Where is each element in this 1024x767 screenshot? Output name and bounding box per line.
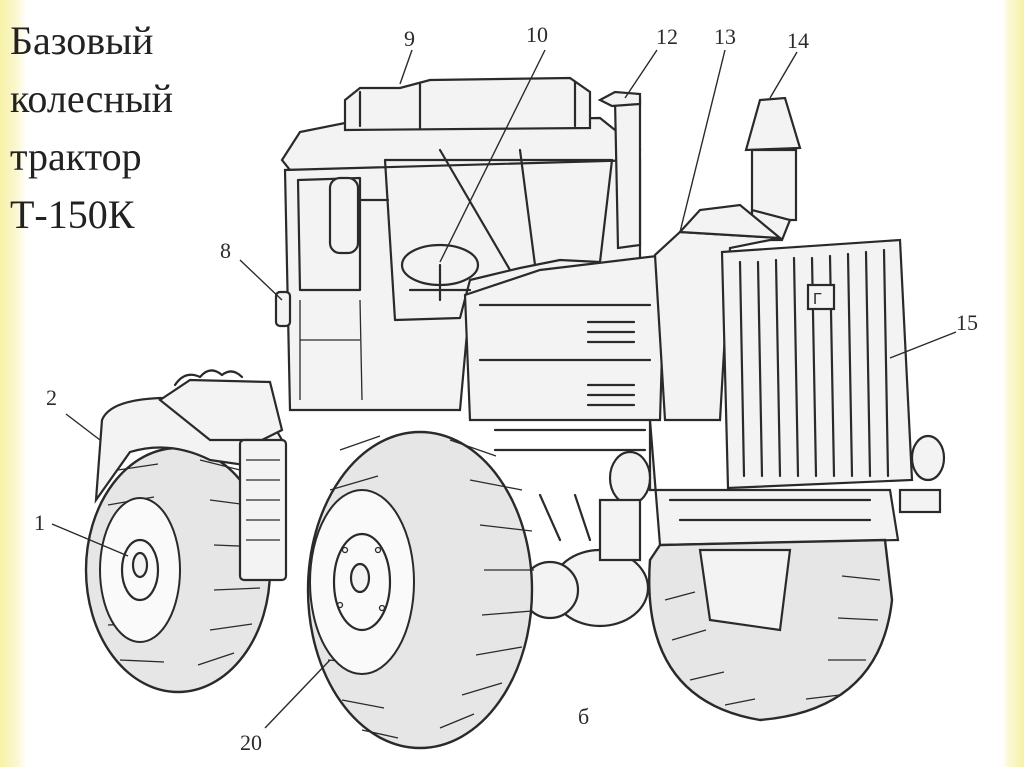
air-intake [744,96,802,242]
front-right-wheel [648,538,894,722]
rear-wheel [84,446,272,694]
grille-badge-text: Г [813,291,822,308]
view-label-b: б [578,704,589,729]
callout-13: 13 [714,24,736,49]
front-left-wheel [306,430,534,750]
leader-lines [51,49,957,729]
title-line-3: трактор [10,134,142,179]
callout-14: 14 [787,28,809,53]
engine-hood [463,203,784,422]
callout-9: 9 [404,26,415,51]
cab [274,76,642,412]
title-line-4: Т-150К [10,192,135,237]
radiator-grille: Г [720,238,946,490]
callout-10: 10 [526,22,548,47]
right-margin-strip [1002,0,1024,767]
callout-8: 8 [220,238,231,263]
callout-15: 15 [956,310,978,335]
diagram-title: Базовый колесный трактор Т-150К [10,12,173,244]
callout-20: 20 [240,730,262,755]
left-margin-strip [0,0,26,767]
front-frame [493,419,942,547]
front-axle [498,493,650,628]
title-line-2: колесный [10,76,174,121]
callout-12: 12 [656,24,678,49]
callout-2: 2 [46,385,57,410]
callout-1: 1 [34,510,45,535]
title-line-1: Базовый [10,18,154,63]
exhaust-pipe [597,90,642,250]
rear-body [158,369,288,582]
